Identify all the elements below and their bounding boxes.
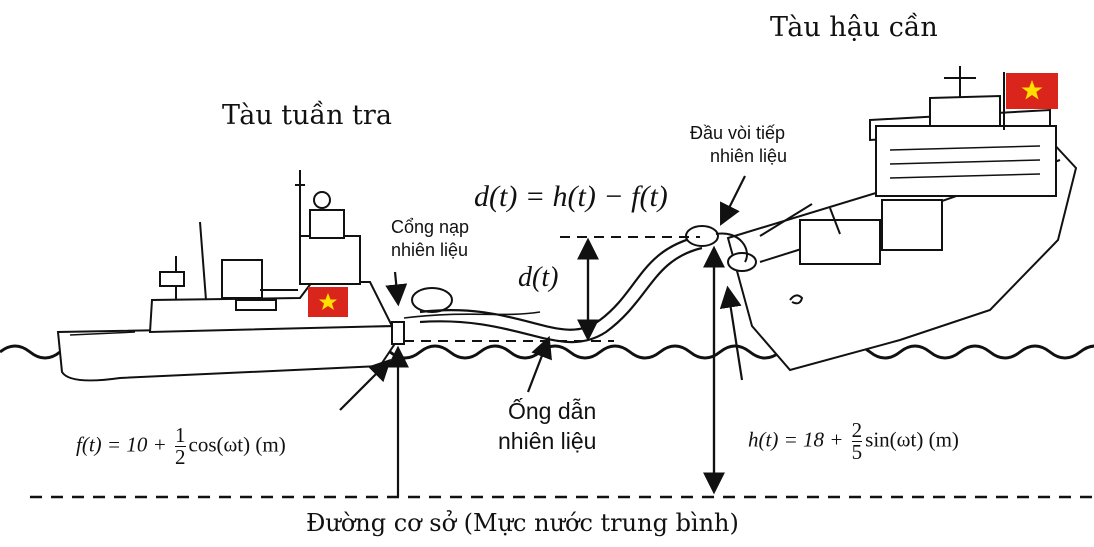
distance-formula: d(t) = h(t) − f(t) bbox=[474, 180, 668, 213]
refuel-nozzle-label-line2: nhiên liệu bbox=[710, 146, 788, 166]
baseline-label: Đường cơ sở (Mực nước trung bình) bbox=[306, 509, 739, 537]
f-fraction-den: 2 bbox=[175, 445, 186, 469]
h-equation-rhs: sin(ωt) (m) bbox=[865, 427, 959, 452]
fuel-pipe-label-line2: nhiên liệu bbox=[498, 428, 597, 454]
fuel-port-label-line1: Cổng nạp bbox=[391, 217, 470, 237]
fuel-port bbox=[391, 321, 405, 345]
vietnam-flag-icon bbox=[308, 287, 348, 317]
refuel-nozzle-label-line1: Đầu vòi tiếp bbox=[690, 123, 786, 143]
ship-windows bbox=[889, 145, 1041, 179]
fuel-pipe-label-line1: Ống dẫn bbox=[508, 398, 597, 424]
h-fraction-den: 5 bbox=[851, 440, 863, 464]
patrol-ship bbox=[56, 170, 402, 382]
f-equation-lhs: f(t) = 10 + bbox=[76, 432, 172, 457]
fuel-port-label-line2: nhiên liệu bbox=[391, 240, 469, 260]
f-fraction-num: 1 bbox=[175, 423, 186, 447]
logistics-ship-label: Tàu hậu cần bbox=[770, 12, 938, 43]
distance-symbol-label: d(t) bbox=[518, 262, 559, 293]
patrol-ship-label: Tàu tuần tra bbox=[222, 100, 392, 131]
vietnam-flag-icon bbox=[1003, 72, 1058, 112]
f-equation-rhs: cos(ωt) (m) bbox=[188, 432, 286, 457]
refuel-nozzle bbox=[685, 225, 719, 247]
h-fraction-num: 2 bbox=[851, 418, 863, 442]
logistics-ship bbox=[726, 66, 1078, 372]
h-equation-lhs: h(t) = 18 + bbox=[748, 427, 849, 452]
